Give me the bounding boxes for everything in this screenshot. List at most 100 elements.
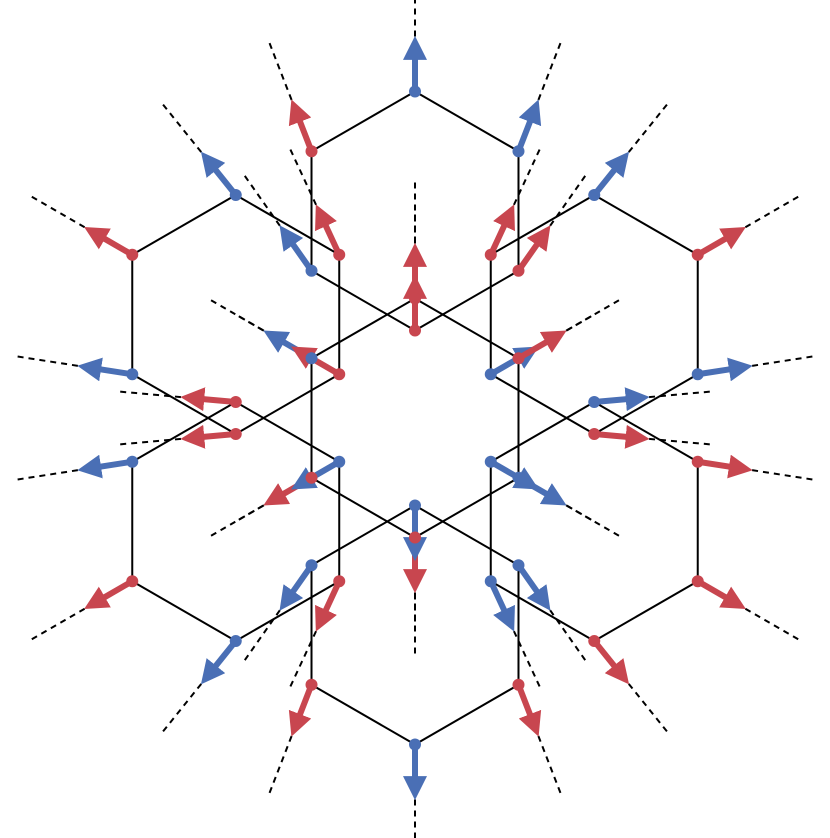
red-boundary-vertex <box>305 145 318 158</box>
red-boundary-vertex <box>229 428 242 441</box>
red-boundary-vertex <box>588 428 601 441</box>
red-boundary-vertex <box>333 368 346 381</box>
lattice-edge <box>235 580 340 642</box>
lattice-edge <box>235 373 340 435</box>
blue-boundary-vertex <box>229 634 242 647</box>
lattice-edge <box>593 401 699 463</box>
boundary-dashed-line <box>594 390 714 403</box>
boundary-dashed-line <box>28 194 133 256</box>
lattice-edge <box>490 373 595 435</box>
blue-boundary-vertex <box>409 85 421 98</box>
blue-boundary-vertex <box>484 575 497 588</box>
boundary-dashed-line <box>160 101 237 196</box>
lattice-edge <box>593 373 699 435</box>
boundary-dashed-line <box>697 580 802 642</box>
blue-boundary-vertex <box>484 368 497 381</box>
lattice-edge <box>131 194 237 256</box>
blue-boundary-vertex <box>409 738 421 751</box>
red-boundary-vertex <box>484 248 497 261</box>
blue-boundary-vertex <box>229 189 242 202</box>
lattice-edge <box>414 297 519 360</box>
red-boundary-vertex <box>126 575 139 588</box>
blue-boundary-vertex <box>484 455 497 468</box>
red-boundary-vertex <box>409 324 421 337</box>
boundary-dashed-line <box>697 194 802 256</box>
red-boundary-vertex <box>409 531 421 544</box>
boundary-dashed-line <box>593 640 670 735</box>
boundary-dashed-line <box>593 101 670 196</box>
red-boundary-vertex <box>512 264 525 277</box>
red-boundary-vertex <box>691 575 704 588</box>
boundary-dashed-line <box>241 564 313 664</box>
red-boundary-vertex <box>691 455 704 468</box>
blue-boundary-vertex <box>305 559 318 572</box>
red-boundary-vertex <box>588 634 601 647</box>
boundary-dashed-line <box>517 684 563 797</box>
blue-boundary-vertex <box>409 499 421 512</box>
boundary-dashed-line <box>241 172 313 272</box>
boundary-dashed-line <box>697 355 816 376</box>
lattice-edge <box>414 683 519 746</box>
lattice-edge <box>311 683 416 746</box>
blue-boundary-vertex <box>333 455 346 468</box>
lattice-edge <box>131 580 237 642</box>
lattice-edge <box>131 401 237 463</box>
boundary-dashed-line <box>517 564 589 664</box>
red-boundary-vertex <box>333 575 346 588</box>
boundary-dashed-line <box>489 145 542 256</box>
lattice-edge <box>131 373 237 435</box>
red-boundary-vertex <box>409 292 421 305</box>
boundary-dashed-line <box>489 580 542 691</box>
boundary-dashed-line <box>116 433 236 446</box>
lattice-vertices <box>126 85 704 751</box>
boundary-dashed-line <box>288 580 341 691</box>
lattice-edge <box>235 401 340 463</box>
boundary-dashed-line <box>517 172 589 272</box>
lattice-edge <box>490 401 595 463</box>
boundary-dashed-line <box>594 433 714 446</box>
blue-boundary-vertex <box>305 264 318 277</box>
boundary-dashed-line <box>160 640 237 735</box>
lattice-edge <box>414 269 519 332</box>
blue-boundary-vertex <box>126 455 139 468</box>
boundary-dashed-line <box>267 39 313 152</box>
blue-boundary-vertex <box>691 368 704 381</box>
boundary-dashed-line <box>14 460 133 481</box>
boundary-dashed-line <box>288 145 341 256</box>
red-boundary-vertex <box>305 471 318 484</box>
blue-boundary-vertex <box>512 471 525 484</box>
boundary-dashed-line <box>28 580 133 642</box>
lattice-edge <box>593 580 699 642</box>
boundary-dashed-line <box>267 684 313 797</box>
red-boundary-vertex <box>126 248 139 261</box>
red-boundary-vertex <box>333 248 346 261</box>
lattice-edge <box>414 476 519 539</box>
blue-boundary-vertex <box>126 368 139 381</box>
lattice-edge <box>490 580 595 642</box>
boundary-dashed-line <box>14 355 133 376</box>
blue-boundary-vertex <box>588 189 601 202</box>
boundary-dashed-line <box>517 39 563 152</box>
lattice-edge <box>311 504 416 567</box>
lattice-edge <box>311 297 416 360</box>
lattice-edge <box>593 194 699 256</box>
boundary-dashed-lines <box>14 0 816 838</box>
red-boundary-vertex <box>229 395 242 408</box>
boundary-dashed-line <box>116 390 236 403</box>
lattice-edges <box>131 90 699 746</box>
blue-boundary-vertex <box>512 559 525 572</box>
blue-boundary-vertex <box>588 395 601 408</box>
red-boundary-vertex <box>691 248 704 261</box>
blue-boundary-vertex <box>305 352 318 365</box>
red-boundary-vertex <box>305 678 318 691</box>
lattice-edge <box>311 269 416 332</box>
boundary-arrows <box>77 35 753 801</box>
lattice-edge <box>490 194 595 256</box>
boundary-dashed-line <box>517 297 623 360</box>
lattice-edge <box>414 90 519 153</box>
red-boundary-vertex <box>512 678 525 691</box>
red-boundary-vertex <box>512 352 525 365</box>
lattice-edge <box>311 476 416 539</box>
